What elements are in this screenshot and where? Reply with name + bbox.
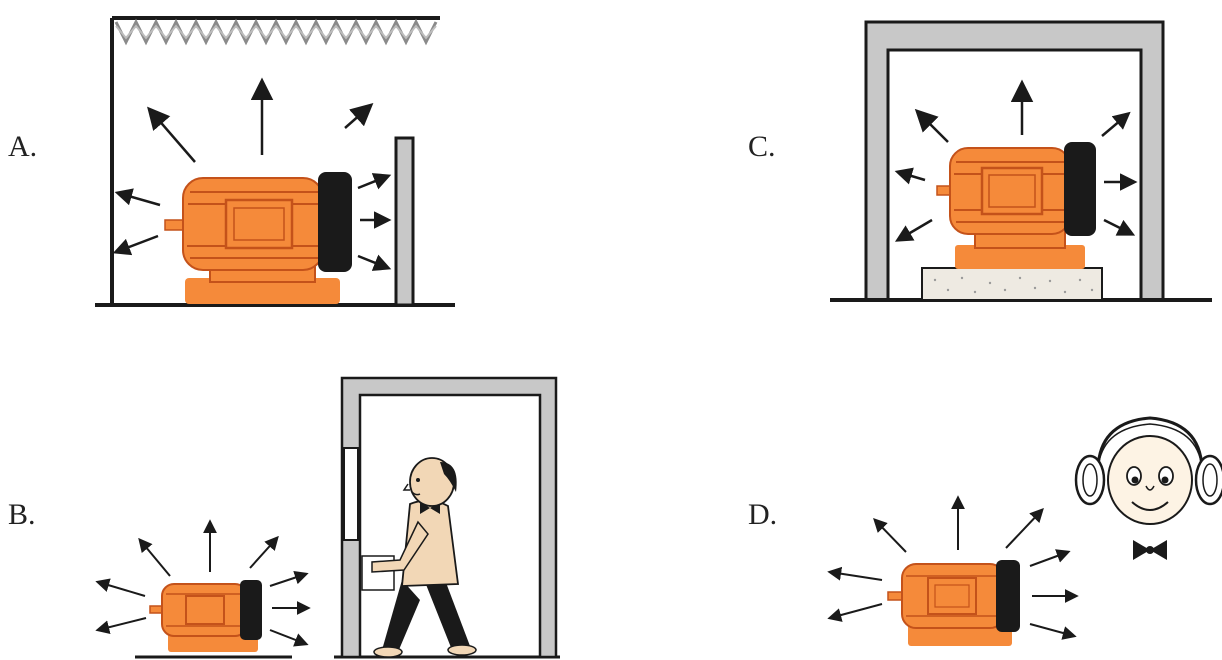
window-icon — [343, 447, 359, 541]
electric-motor-icon — [164, 172, 352, 304]
option-c-label: C. — [748, 130, 776, 163]
sound-wave-arrows-d — [827, 495, 1079, 640]
sound-absorbing-ceiling-icon — [114, 18, 438, 46]
sound-barrier-wall-icon — [394, 136, 415, 307]
sound-wave-arrows-b — [95, 519, 311, 647]
electric-motor-icon — [887, 560, 1020, 646]
panel-c — [830, 20, 1212, 302]
electric-motor-icon — [936, 142, 1096, 269]
sound-wave-arrows-a — [112, 77, 392, 271]
pad-texture — [933, 276, 1094, 294]
earmuffs-icon — [1074, 416, 1222, 560]
panel-d — [827, 416, 1222, 646]
panel-a — [95, 16, 455, 307]
control-room-wall-icon — [340, 376, 558, 659]
option-a-label: A. — [8, 130, 38, 163]
vibration-damping-pad-icon — [921, 267, 1103, 301]
sound-wave-arrows-c — [894, 79, 1138, 242]
electric-motor-icon — [149, 580, 262, 652]
panel-b — [95, 376, 560, 659]
option-d-label: D. — [748, 498, 778, 531]
option-b-label: B. — [8, 498, 36, 531]
worker-icon — [361, 457, 477, 658]
